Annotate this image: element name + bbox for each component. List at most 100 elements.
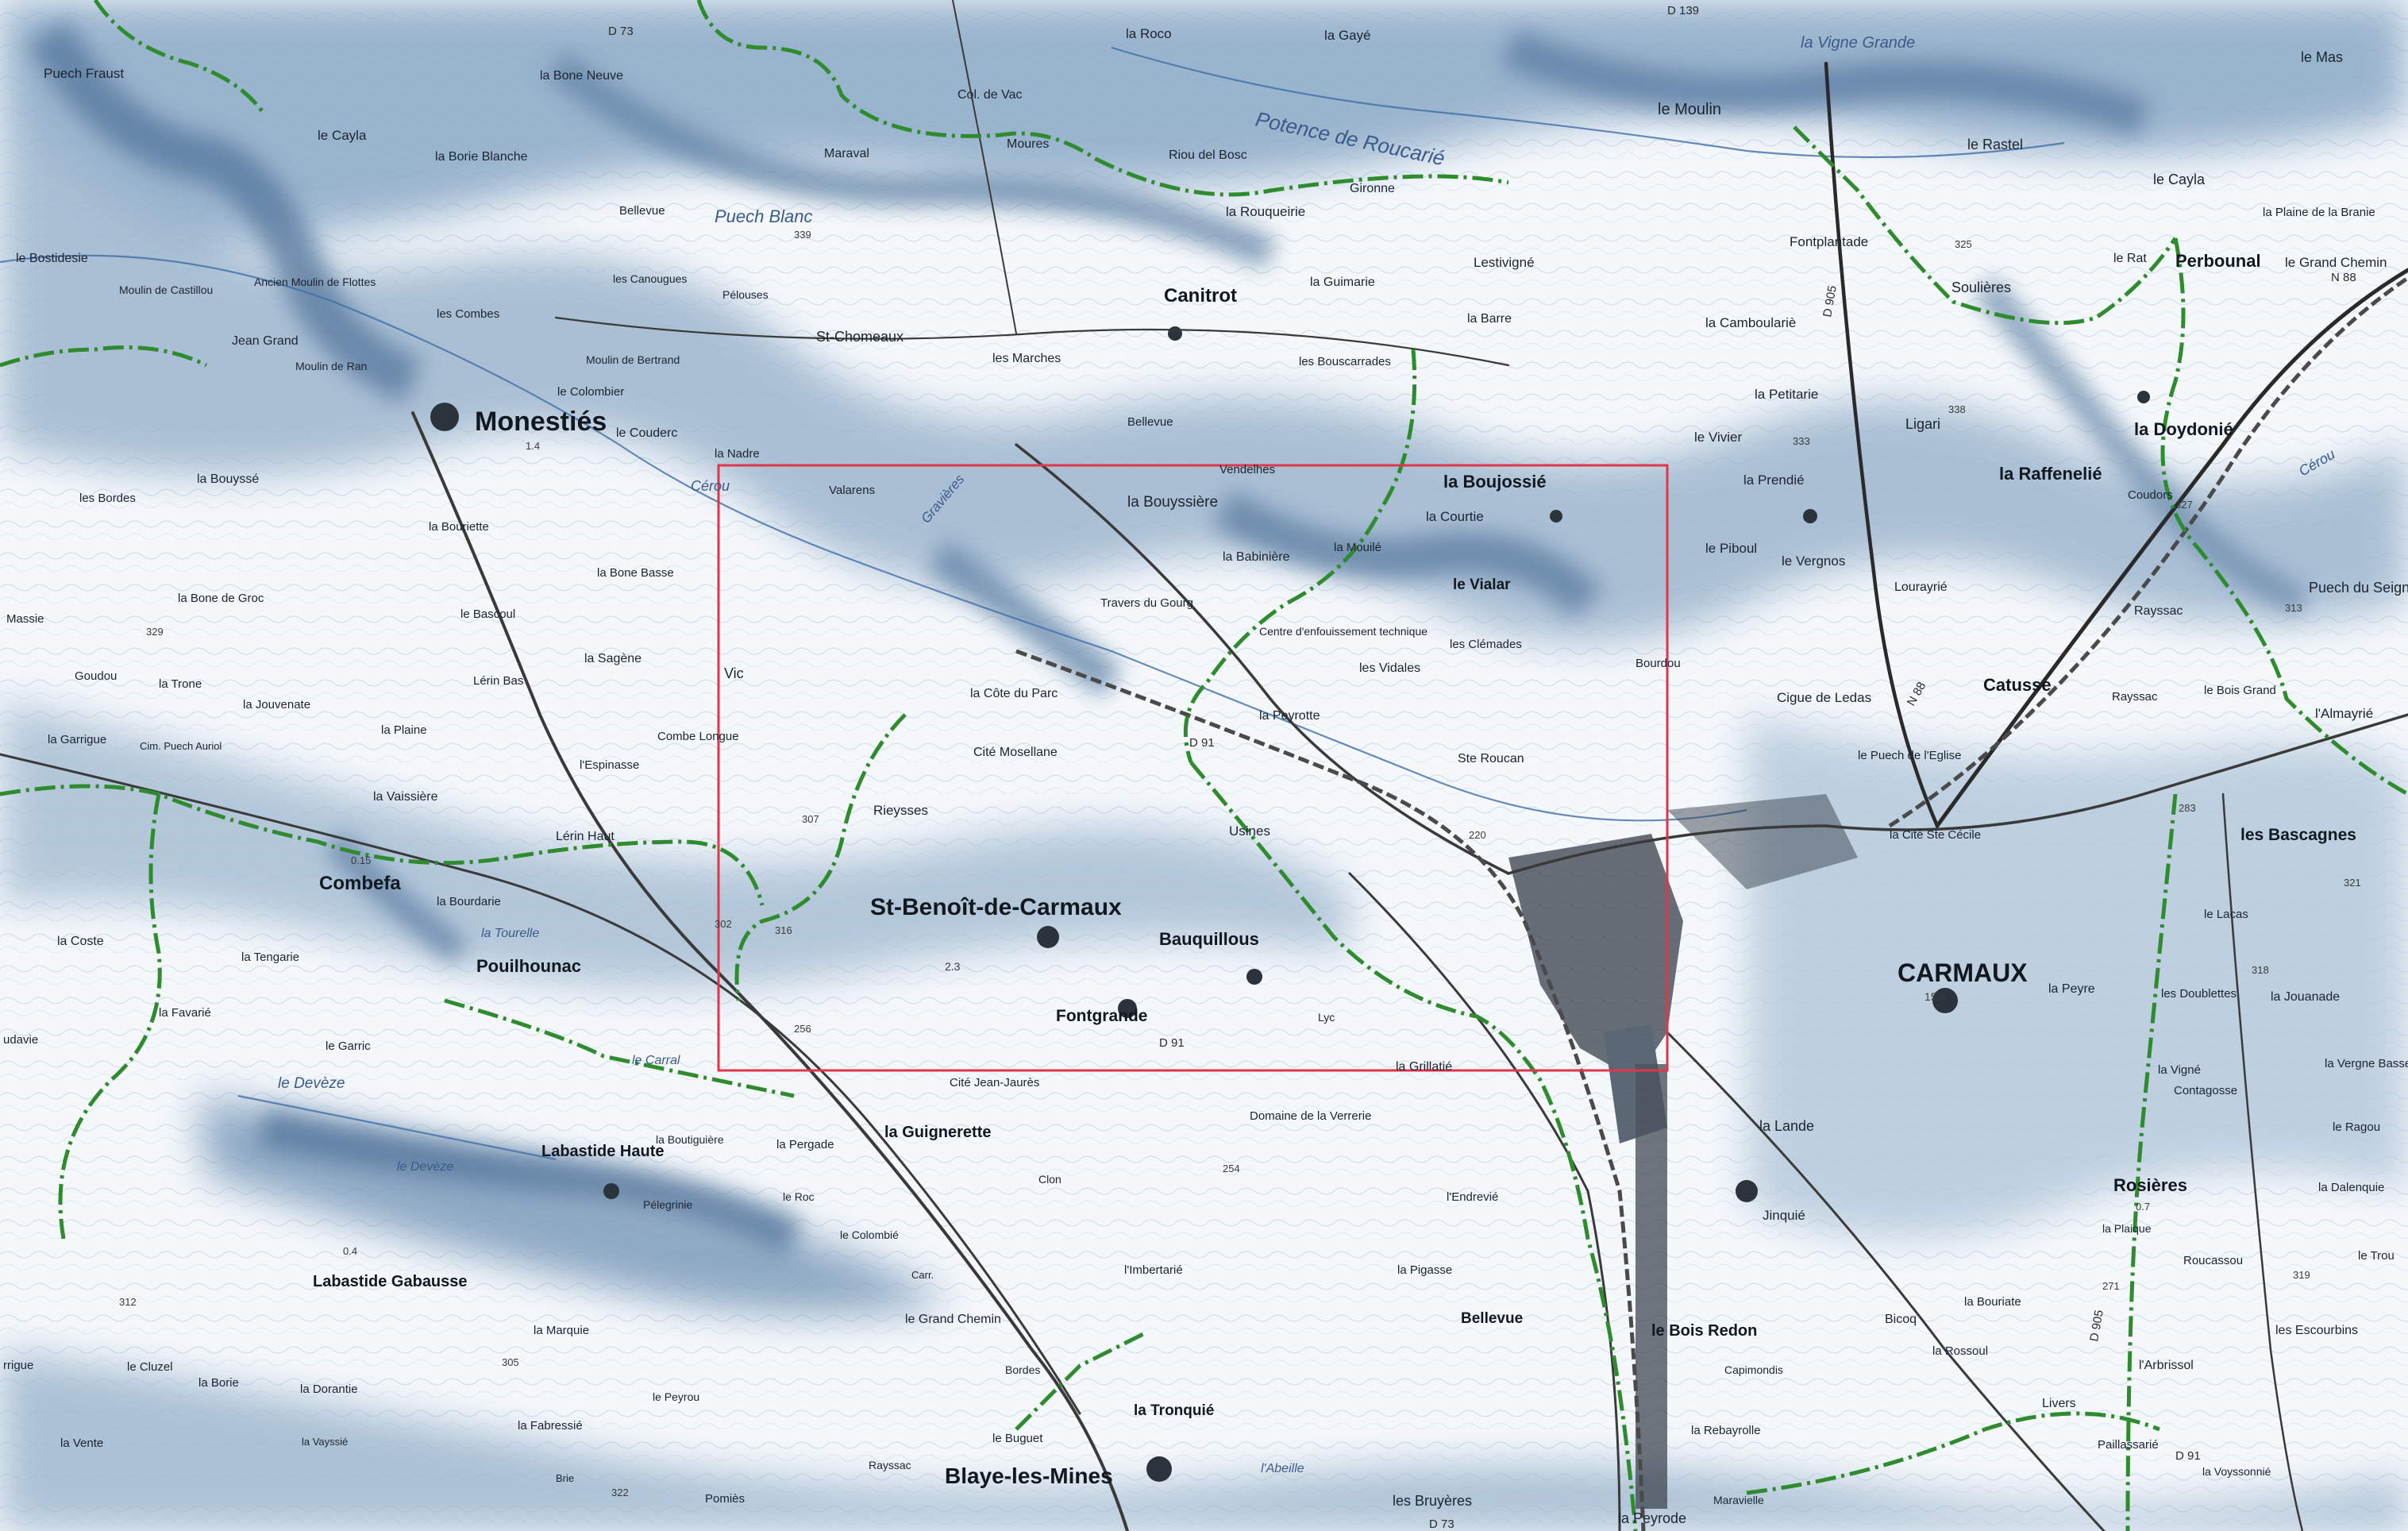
alt-339: 339	[794, 229, 811, 241]
label-la-mouile: la Mouilé	[1334, 541, 1381, 554]
label-la-plaine-brane: la Plaine de la Branie	[2263, 206, 2375, 219]
label-la-bouyssac: la Bouyssé	[197, 472, 259, 486]
label-les-marches: les Marches	[992, 352, 1061, 365]
label-d905: D 905	[1820, 284, 1840, 318]
label-la-barre: la Barre	[1467, 312, 1512, 326]
label-la-vigne-grande: la Vigne Grande	[1801, 34, 1915, 52]
alt-318: 318	[2252, 964, 2269, 976]
label-la-cite-ste-cecile: la Cité Ste Cécile	[1890, 828, 1981, 842]
label-les-bouscarrades: les Bouscarrades	[1299, 355, 1391, 368]
code-combefa: 0.15	[351, 854, 371, 866]
label-la-prendie: la Prendié	[1743, 472, 1805, 488]
label-bellevue-mid: Bellevue	[1127, 415, 1173, 429]
label-bauquillous: Bauquillous	[1159, 929, 1259, 949]
label-ste-roucan: Ste Roucan	[1458, 752, 1524, 766]
label-la-trone: la Trone	[159, 677, 202, 691]
label-la-vente: la Vente	[60, 1437, 103, 1450]
label-labastide-haute: Labastide Haute	[541, 1143, 664, 1160]
label-massie: Massie	[6, 612, 44, 626]
label-le-puech-de-leglise: le Puech de l'Eglise	[1858, 749, 1961, 762]
code-monesties: 1.4	[526, 440, 540, 452]
label-coudors: Coudors	[2128, 488, 2173, 502]
label-la-vergne-basse: la Vergne Basse	[2325, 1057, 2408, 1070]
study-area-frame[interactable]	[717, 464, 1669, 1072]
label-le-buguet: le Buguet	[992, 1432, 1043, 1445]
label-la-bone-basse: la Bone Basse	[597, 566, 674, 580]
label-la-voyssonnie: la Voyssonnié	[2202, 1465, 2271, 1478]
label-la-boujossie: la Boujossié	[1443, 472, 1547, 492]
label-la-pigasse: la Pigasse	[1397, 1263, 1452, 1277]
label-ligari: Ligari	[1905, 416, 1940, 432]
label-d91-s: D 91	[1159, 1036, 1185, 1050]
label-usines: Usines	[1229, 823, 1270, 839]
label-riou-del-bosc: Riou del Bosc	[1169, 148, 1247, 162]
label-le-grand-chemin-s: le Grand Chemin	[905, 1313, 1001, 1326]
label-jinquie: Jinquié	[1763, 1208, 1805, 1223]
label-la-bouyssiere: la Bouyssière	[1127, 494, 1218, 511]
label-lerin-haut: Lérin Haut	[556, 830, 615, 843]
label-pelouses: Pélouses	[722, 288, 769, 301]
label-le-bois-grand: le Bois Grand	[2204, 684, 2276, 697]
label-la-bourdarie: la Bourdarie	[437, 895, 501, 908]
alt-319: 319	[2293, 1269, 2310, 1281]
label-bellevue-n: Bellevue	[619, 204, 665, 218]
label-col-de-va: Col. de Vac	[957, 88, 1023, 102]
label-la-plaique: la Plaique	[2102, 1222, 2152, 1235]
label-le-peyrou: le Peyrou	[653, 1390, 699, 1403]
label-la-favarie: la Favarié	[159, 1006, 211, 1020]
label-moulin-de-ran: Moulin de Ran	[295, 360, 367, 372]
label-pomies: Pomiès	[705, 1492, 745, 1506]
alt-312: 312	[119, 1296, 137, 1308]
label-combefa: Combefa	[319, 873, 401, 894]
label-la-tronquie: la Tronquié	[1134, 1402, 1214, 1419]
label-fontgrande: Fontgrande	[1056, 1007, 1148, 1025]
label-le-deveze: le Devèze	[278, 1075, 345, 1092]
label-le-bois-redon: le Bois Redon	[1651, 1322, 1757, 1340]
label-rayssac-far: Rayssac	[2112, 690, 2158, 704]
label-carr: Carr.	[911, 1269, 934, 1281]
label-la-dalenquie: la Dalenquie	[2318, 1181, 2384, 1194]
label-la-marquie: la Marquie	[534, 1324, 589, 1337]
label-la-rouqueirie: la Rouqueirie	[1226, 204, 1305, 219]
alt-256: 256	[794, 1023, 811, 1035]
label-le-moulin: le Moulin	[1658, 101, 1721, 118]
label-la-courtie: la Courtie	[1426, 509, 1484, 524]
label-la-raffenelie: la Raffenelié	[1999, 464, 2102, 484]
label-la-peyre: la Peyre	[2048, 982, 2095, 996]
label-la-vaissiere: la Vaissière	[373, 790, 438, 804]
alt-254: 254	[1223, 1163, 1240, 1174]
label-lerin-bas: Lérin Bas	[473, 674, 523, 688]
label-cim-puech-auriol: Cim. Puech Auriol	[140, 740, 222, 752]
label-valarens: Valarens	[829, 484, 875, 497]
label-bellevue-s: Bellevue	[1461, 1310, 1523, 1327]
alt-329: 329	[146, 626, 164, 638]
label-deveze-water: le Devèze	[397, 1160, 453, 1174]
label-la-cambouraie: la Camboulariè	[1705, 315, 1796, 330]
label-soulieres: Soulières	[1951, 280, 2011, 295]
label-les-bascagnes: les Bascagnes	[2240, 826, 2356, 844]
label-centre-technique: Centre d'enfouissement technique	[1259, 625, 1427, 638]
alt-313: 313	[2285, 602, 2302, 614]
label-le-rat: le Rat	[2113, 252, 2147, 265]
label-la-babiniere: la Babinière	[1223, 550, 1290, 564]
label-puech-du-seigneur: Puech du Seigneur	[2309, 580, 2408, 596]
label-rieysses: Rieysses	[873, 803, 928, 818]
alt-220: 220	[1469, 829, 1486, 841]
road-labels: D 73 D 139 D 905 D 91 D 91 D 73 N 88 N 8…	[608, 4, 2356, 1531]
label-limbertarie: l'Imbertarié	[1124, 1263, 1183, 1277]
label-d73: D 73	[608, 25, 634, 38]
label-d73-s: D 73	[1429, 1518, 1454, 1531]
label-la-rossoul: la Rossoul	[1932, 1344, 1988, 1358]
label-jean-grand: Jean Grand	[232, 334, 299, 348]
label-n88: N 88	[2331, 271, 2356, 284]
label-domaine-verrerie: Domaine de la Verrerie	[1250, 1109, 1371, 1123]
label-le-rastel: le Rastel	[1967, 137, 2023, 152]
label-cite-jean-jaures: Cité Jean-Jaurès	[950, 1076, 1039, 1089]
alt-305: 305	[502, 1356, 519, 1368]
label-bourdou: Bourdou	[1636, 657, 1681, 670]
label-labastide-gabausse: Labastide Gabausse	[313, 1273, 468, 1290]
label-les-bordes: les Bordes	[79, 492, 136, 505]
label-monesties: Monestiés	[475, 407, 607, 437]
label-le-cluzel: le Cluzel	[127, 1360, 173, 1374]
